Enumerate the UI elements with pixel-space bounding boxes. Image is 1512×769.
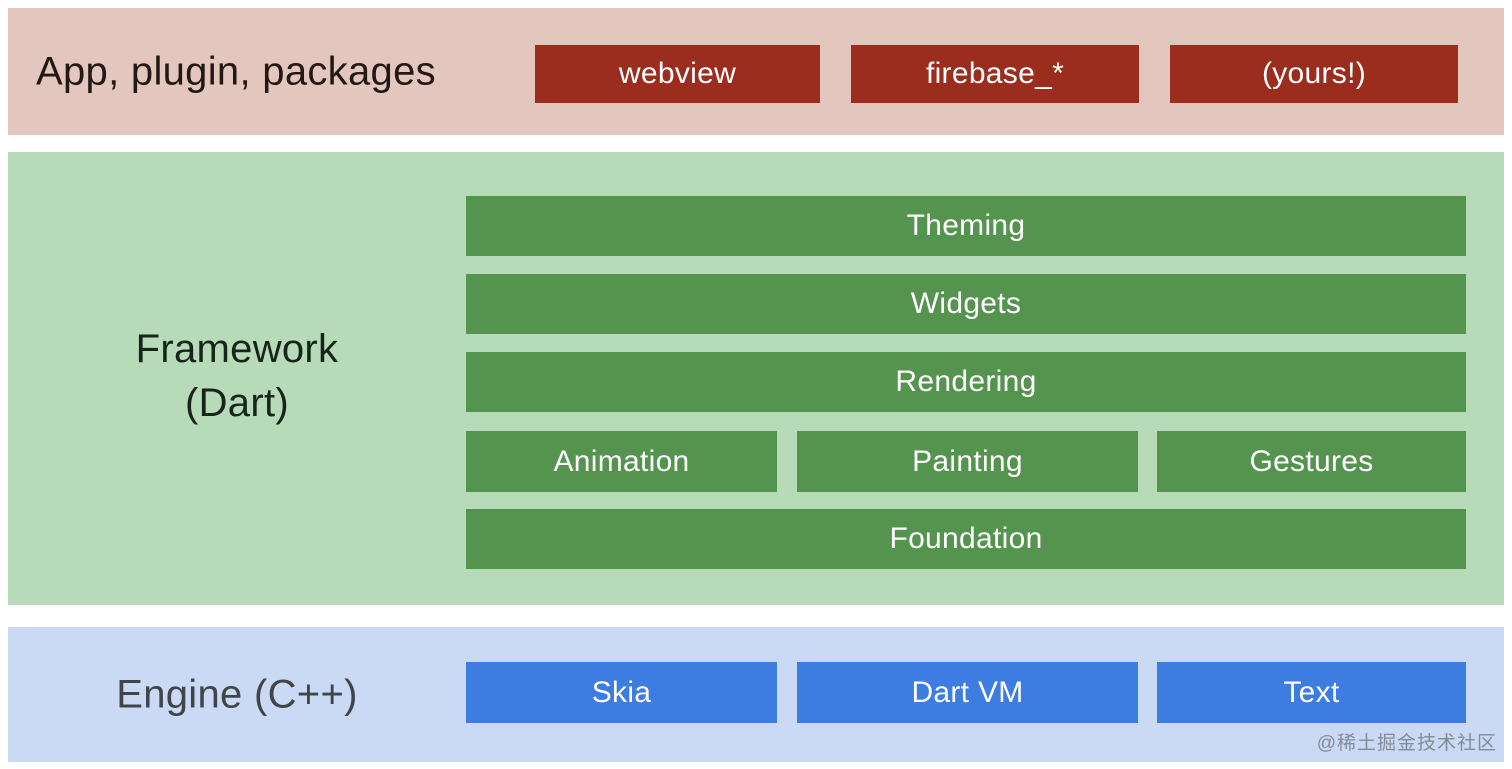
watermark: @稀土掘金技术社区 bbox=[1316, 733, 1497, 754]
engine-box-skia: Skia bbox=[466, 662, 777, 723]
app-box-firebase: firebase_* bbox=[851, 45, 1139, 103]
framework-bar-rendering: Rendering bbox=[466, 352, 1466, 412]
framework-label-line1: Framework bbox=[135, 327, 339, 371]
app-box-yours: (yours!) bbox=[1170, 45, 1458, 103]
framework-label-line2: (Dart) bbox=[184, 381, 289, 425]
framework-layer-band: Framework (Dart) Theming Widgets Renderi… bbox=[8, 152, 1504, 605]
app-box-webview: webview bbox=[535, 45, 820, 103]
framework-layer-label: Framework (Dart) bbox=[8, 322, 466, 430]
engine-layer-label: Engine (C++) bbox=[116, 672, 358, 716]
engine-box-dart-vm: Dart VM bbox=[797, 662, 1138, 723]
engine-box-text: Text bbox=[1157, 662, 1466, 723]
app-layer-band: App, plugin, packages webview firebase_*… bbox=[8, 8, 1504, 135]
framework-bar-theming: Theming bbox=[466, 196, 1466, 256]
framework-bar-animation: Animation bbox=[466, 431, 777, 492]
framework-bar-gestures: Gestures bbox=[1157, 431, 1466, 492]
framework-bar-widgets: Widgets bbox=[466, 274, 1466, 334]
app-layer-label: App, plugin, packages bbox=[36, 49, 436, 93]
framework-bar-foundation: Foundation bbox=[466, 509, 1466, 569]
engine-layer-band: Engine (C++) Skia Dart VM Text bbox=[8, 627, 1504, 762]
framework-bar-painting: Painting bbox=[797, 431, 1138, 492]
